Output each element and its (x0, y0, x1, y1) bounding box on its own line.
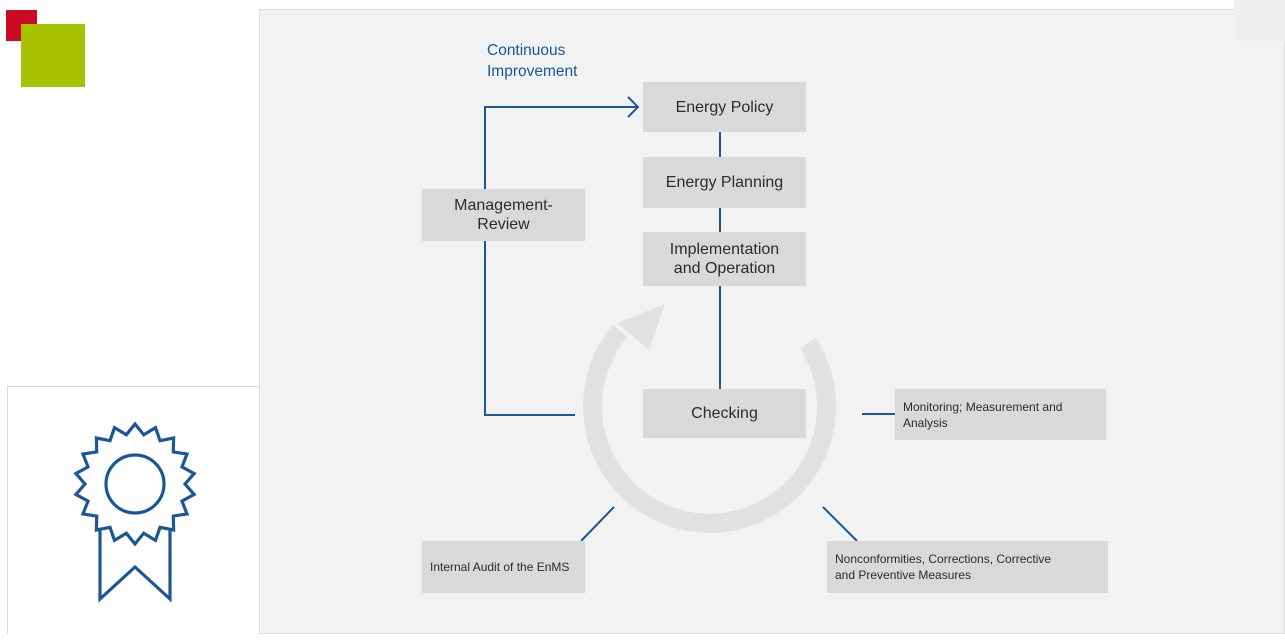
checking-box: Checking (643, 389, 806, 438)
nonconformities-box: Nonconformities, Corrections, Corrective… (827, 541, 1108, 593)
internal-audit-box: Internal Audit of the EnMS (422, 541, 585, 593)
monitoring-measurement-box: Monitoring; Measurement and Analysis (895, 389, 1106, 440)
continuous-improvement-label: Continuous Improvement (487, 42, 578, 80)
rosette-inner-circle (104, 453, 166, 515)
management-review-box: Management-Review (422, 189, 585, 241)
energy-planning-box: Energy Planning (643, 157, 806, 208)
implementation-operation-box: Implementation and Operation (643, 232, 806, 286)
connector-internal-audit (580, 506, 615, 542)
award-rosette-icon (73, 421, 197, 603)
improvement-arrowhead (627, 96, 640, 118)
award-card (7, 386, 259, 634)
circular-arrow-icon (583, 304, 836, 533)
energy-policy-box: Energy Policy (643, 82, 806, 132)
rosette-ribbon (98, 529, 172, 603)
logo-green-square (21, 24, 85, 87)
improvement-loop-line (484, 106, 638, 416)
connector-nonconformities (822, 506, 858, 542)
corner-tab (1234, 0, 1285, 42)
rosette-outline (73, 421, 197, 547)
